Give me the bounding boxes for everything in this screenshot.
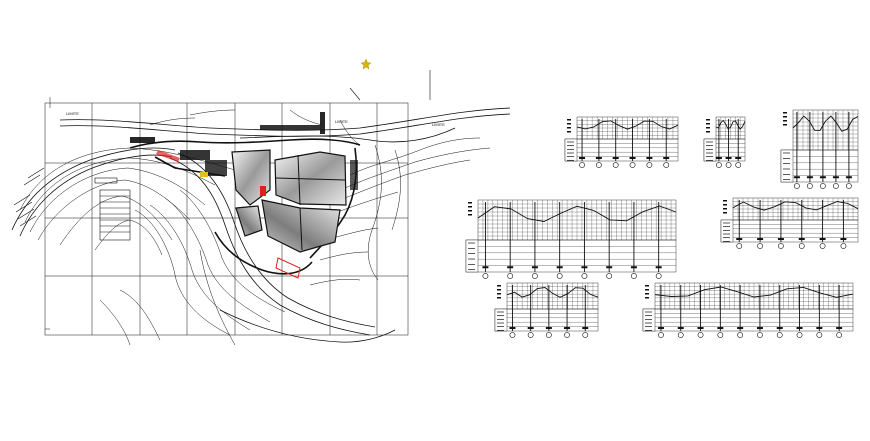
station-marker-icon bbox=[556, 273, 563, 279]
station-marker-icon bbox=[776, 332, 783, 338]
station-marker-icon bbox=[655, 273, 662, 279]
plan-label-2: LIMITE bbox=[335, 119, 348, 124]
contour-lines bbox=[19, 109, 491, 346]
station-marker-icon bbox=[717, 332, 724, 338]
plan-label-3: LIMITE bbox=[432, 122, 445, 127]
profile-data-band bbox=[465, 239, 677, 273]
station-marker-icon bbox=[716, 162, 722, 168]
station-marker-icon bbox=[606, 273, 613, 279]
plan-label-1: LIMITE bbox=[66, 111, 79, 116]
station-marker-icon bbox=[697, 332, 704, 338]
station-marker-icon bbox=[582, 332, 589, 338]
edge-ticks bbox=[13, 70, 431, 227]
station-marker-icon bbox=[807, 183, 813, 189]
station-marker-icon bbox=[663, 162, 670, 168]
profile-line bbox=[654, 286, 854, 298]
station-marker-icon bbox=[631, 273, 637, 279]
station-marker-icon bbox=[658, 332, 664, 338]
section-profile-f bbox=[494, 282, 599, 338]
profile-line bbox=[477, 205, 677, 222]
profile-line bbox=[576, 120, 679, 130]
section-profile-g bbox=[642, 282, 854, 338]
section-profile-d bbox=[465, 199, 677, 279]
section-profile-e bbox=[720, 197, 859, 249]
section-profile-a bbox=[564, 116, 679, 168]
profile-line bbox=[732, 201, 859, 211]
station-marker-icon bbox=[798, 243, 805, 249]
station-marker-icon bbox=[820, 183, 826, 189]
north-marker-icon bbox=[360, 58, 372, 70]
highlight-marks bbox=[156, 150, 301, 279]
station-marker-icon bbox=[677, 332, 684, 338]
station-marker-icon bbox=[816, 332, 823, 338]
station-marker-icon bbox=[579, 162, 585, 168]
station-marker-icon bbox=[757, 243, 763, 249]
site-plan: LIMITE LIMITE LIMITE bbox=[11, 70, 511, 346]
station-marker-icon bbox=[612, 162, 619, 168]
profile-line bbox=[506, 287, 599, 298]
dense-hatching bbox=[130, 112, 358, 190]
station-marker-icon bbox=[482, 273, 489, 279]
station-marker-icon bbox=[527, 332, 534, 338]
section-profiles bbox=[465, 109, 859, 338]
station-marker-icon bbox=[629, 162, 636, 168]
site-plan-grid bbox=[44, 97, 409, 336]
station-marker-icon bbox=[796, 332, 803, 338]
building-blocks bbox=[231, 149, 347, 253]
station-marker-icon bbox=[736, 243, 743, 249]
section-profile-c bbox=[780, 109, 859, 189]
station-marker-icon bbox=[564, 332, 570, 338]
station-marker-icon bbox=[581, 273, 588, 279]
station-marker-icon bbox=[725, 162, 732, 168]
station-marker-icon bbox=[646, 162, 653, 168]
station-marker-icon bbox=[833, 183, 839, 189]
station-marker-icon bbox=[794, 183, 800, 189]
station-marker-icon bbox=[846, 183, 852, 189]
section-profile-b bbox=[703, 116, 746, 168]
station-marker-icon bbox=[757, 332, 763, 338]
station-marker-icon bbox=[595, 162, 602, 168]
station-marker-icon bbox=[532, 273, 538, 279]
profile-line bbox=[715, 119, 746, 130]
station-marker-icon bbox=[509, 332, 516, 338]
station-marker-icon bbox=[836, 332, 843, 338]
station-marker-icon bbox=[840, 243, 847, 249]
station-marker-icon bbox=[737, 332, 744, 338]
station-marker-icon bbox=[735, 162, 742, 168]
station-marker-icon bbox=[778, 243, 784, 249]
station-marker-icon bbox=[507, 273, 514, 279]
station-marker-icon bbox=[545, 332, 552, 338]
road-corridor bbox=[11, 107, 511, 343]
striped-block bbox=[94, 177, 131, 241]
profile-line bbox=[792, 115, 859, 132]
station-marker-icon bbox=[819, 243, 826, 249]
